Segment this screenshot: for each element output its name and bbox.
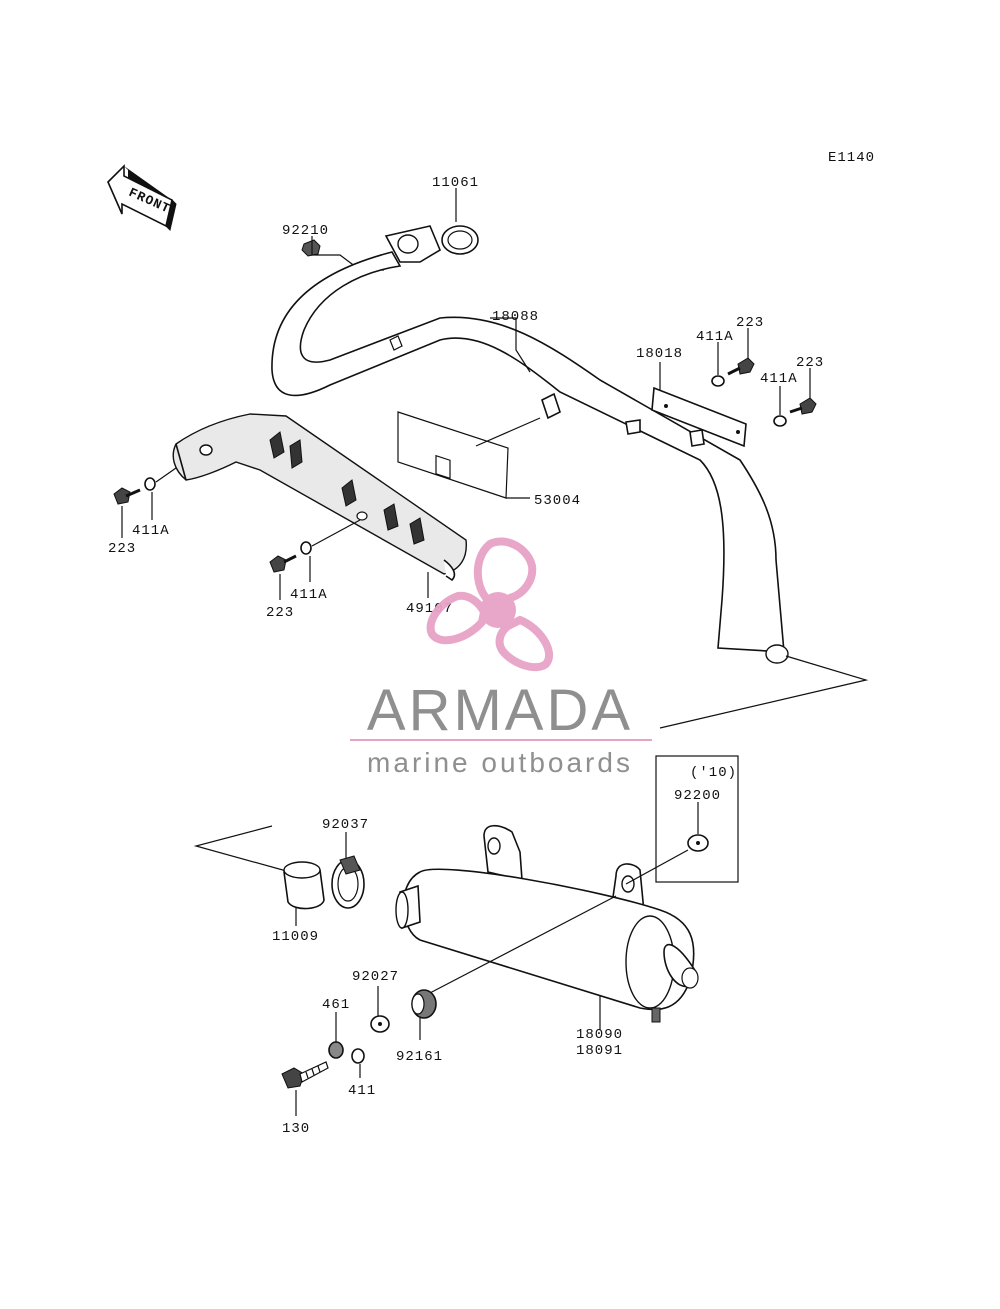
label-223-c: 223 bbox=[108, 541, 136, 557]
nut-92210[interactable] bbox=[301, 239, 321, 257]
plate-18018[interactable] bbox=[651, 386, 747, 448]
watermark-brand: ARMADA bbox=[367, 678, 633, 743]
year-note-box bbox=[655, 755, 739, 883]
bolt-223-c[interactable] bbox=[113, 487, 141, 505]
year-note: ('10) bbox=[690, 765, 737, 781]
propeller-logo-icon bbox=[426, 537, 554, 672]
label-411A-c: 411A bbox=[132, 523, 170, 539]
label-411A-a: 411A bbox=[696, 329, 734, 345]
washer-411A-a[interactable] bbox=[711, 375, 725, 387]
label-411A-b: 411A bbox=[760, 371, 798, 387]
label-130: 130 bbox=[282, 1121, 310, 1137]
heat-guard-49107[interactable] bbox=[172, 413, 467, 582]
washer-411A-c[interactable] bbox=[144, 477, 156, 491]
collar-92027[interactable] bbox=[370, 1015, 390, 1033]
label-223-d: 223 bbox=[266, 605, 294, 621]
front-arrow-icon: FRONT bbox=[107, 164, 177, 231]
diagram-code: E1140 bbox=[828, 150, 875, 166]
label-18090: 18090 bbox=[576, 1027, 623, 1043]
label-411A-d: 411A bbox=[290, 587, 328, 603]
label-92200: 92200 bbox=[674, 788, 721, 804]
heat-insulator-53004[interactable] bbox=[397, 411, 509, 499]
label-92161: 92161 bbox=[396, 1049, 443, 1065]
grommet-92161[interactable] bbox=[411, 989, 437, 1019]
armada-logo-watermark: ARMADA marine outboards bbox=[350, 537, 652, 778]
label-18088: 18088 bbox=[492, 309, 539, 325]
watermark-tagline: marine outboards bbox=[367, 747, 633, 778]
washer-411A-b[interactable] bbox=[773, 415, 787, 427]
washer-411[interactable] bbox=[351, 1048, 365, 1064]
bolt-223-b[interactable] bbox=[789, 397, 817, 415]
gasket-11009[interactable] bbox=[283, 861, 325, 910]
label-53004: 53004 bbox=[534, 493, 581, 509]
label-11009: 11009 bbox=[272, 929, 319, 945]
washer-411A-d[interactable] bbox=[300, 541, 312, 555]
label-223-b: 223 bbox=[796, 355, 824, 371]
label-18091: 18091 bbox=[576, 1043, 623, 1059]
label-92210: 92210 bbox=[282, 223, 329, 239]
gasket-11061[interactable] bbox=[441, 225, 479, 255]
label-92027: 92027 bbox=[352, 969, 399, 985]
label-461: 461 bbox=[322, 997, 350, 1013]
bolt-223-a[interactable] bbox=[727, 357, 755, 376]
label-411: 411 bbox=[348, 1083, 376, 1099]
bolt-223-d[interactable] bbox=[269, 554, 297, 573]
muffler-18090[interactable] bbox=[395, 824, 699, 1023]
exhaust-pipe-18088[interactable] bbox=[271, 225, 789, 664]
spacer-461[interactable] bbox=[328, 1041, 344, 1059]
label-223-a: 223 bbox=[736, 315, 764, 331]
clamp-92037[interactable] bbox=[331, 855, 365, 909]
label-18018: 18018 bbox=[636, 346, 683, 362]
label-11061: 11061 bbox=[432, 175, 479, 191]
label-92037: 92037 bbox=[322, 817, 369, 833]
bolt-130[interactable] bbox=[281, 1061, 329, 1089]
